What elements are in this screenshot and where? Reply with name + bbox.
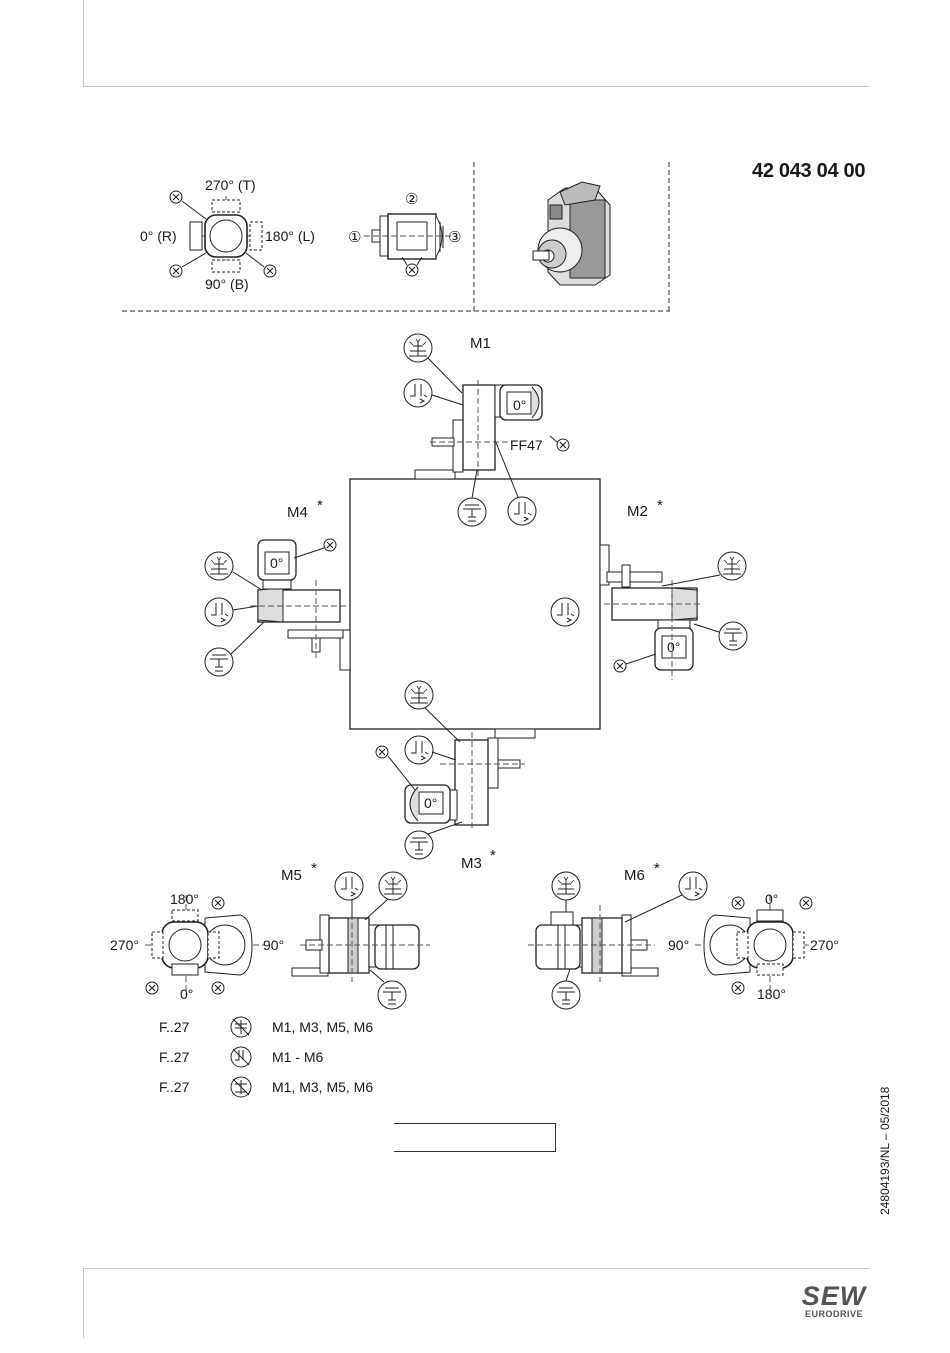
legend-row-1-icon — [231, 1017, 251, 1037]
m6-angle-top: 0° — [765, 891, 778, 907]
m4-star: * — [317, 497, 323, 514]
m5-angle-right: 90° — [263, 937, 284, 953]
mounting-position-m5: M5 * — [281, 860, 430, 1009]
legend: F..27 M1, M3, M5, M6 F..27 M1 - M6 F..27… — [159, 1017, 373, 1097]
angle-right-label: 180° (L) — [265, 228, 315, 244]
m5-label: M5 — [281, 867, 302, 884]
m6-angle-right: 270° — [810, 937, 839, 953]
legend-row-3-icon — [231, 1077, 251, 1097]
cable-entry-3: ③ — [448, 229, 461, 246]
cable-entry-diagram: ① ② ③ — [348, 191, 461, 276]
legend-row-3-positions: M1, M3, M5, M6 — [272, 1079, 373, 1095]
m6-angle-left: 90° — [668, 937, 689, 953]
angle-left-label: 0° (R) — [140, 228, 177, 244]
angle-top-label: 270° (T) — [205, 177, 256, 193]
m5-angle-view: 180° 270° 90° 0° — [110, 891, 284, 1002]
m3-box-label: 0° — [424, 795, 437, 811]
m6-star: * — [654, 860, 660, 877]
m3-star: * — [490, 847, 496, 864]
cable-entry-1: ① — [348, 229, 361, 246]
m4-box-label: 0° — [270, 555, 283, 571]
gearmotor-perspective-image — [533, 182, 610, 285]
m6-label: M6 — [624, 867, 645, 884]
legend-row-1-type: F..27 — [159, 1019, 190, 1035]
m1-label: M1 — [470, 335, 491, 352]
legend-row-1-positions: M1, M3, M5, M6 — [272, 1019, 373, 1035]
m4-label: M4 — [287, 504, 308, 521]
mounting-position-m4: M4 * 0° — [205, 497, 350, 676]
legend-row-3-type: F..27 — [159, 1079, 190, 1095]
m2-label: M2 — [627, 503, 648, 520]
m6-angle-view: 0° 90° 270° 180° — [668, 891, 839, 1002]
m3-label: M3 — [461, 855, 482, 872]
m5-angle-bottom: 0° — [180, 986, 193, 1002]
mounting-position-m6: M6 * — [528, 860, 707, 1009]
terminal-box-diagram: 270° (T) 0° (R) 180° (L) 90° (B) — [140, 177, 315, 292]
m6-angle-bottom: 180° — [757, 986, 786, 1002]
m5-angle-top: 180° — [170, 891, 199, 907]
cable-entry-2: ② — [405, 191, 418, 208]
m1-gearbox-type: FF47 — [510, 437, 543, 453]
m5-star: * — [311, 860, 317, 877]
legend-row-2-type: F..27 — [159, 1049, 190, 1065]
legend-row-2-icon — [231, 1047, 251, 1067]
m2-star: * — [657, 497, 663, 514]
angle-bottom-label: 90° (B) — [205, 276, 249, 292]
m5-angle-left: 270° — [110, 937, 139, 953]
legend-row-2-positions: M1 - M6 — [272, 1049, 324, 1065]
m1-box-label: 0° — [513, 397, 526, 413]
m2-box-label: 0° — [667, 639, 680, 655]
